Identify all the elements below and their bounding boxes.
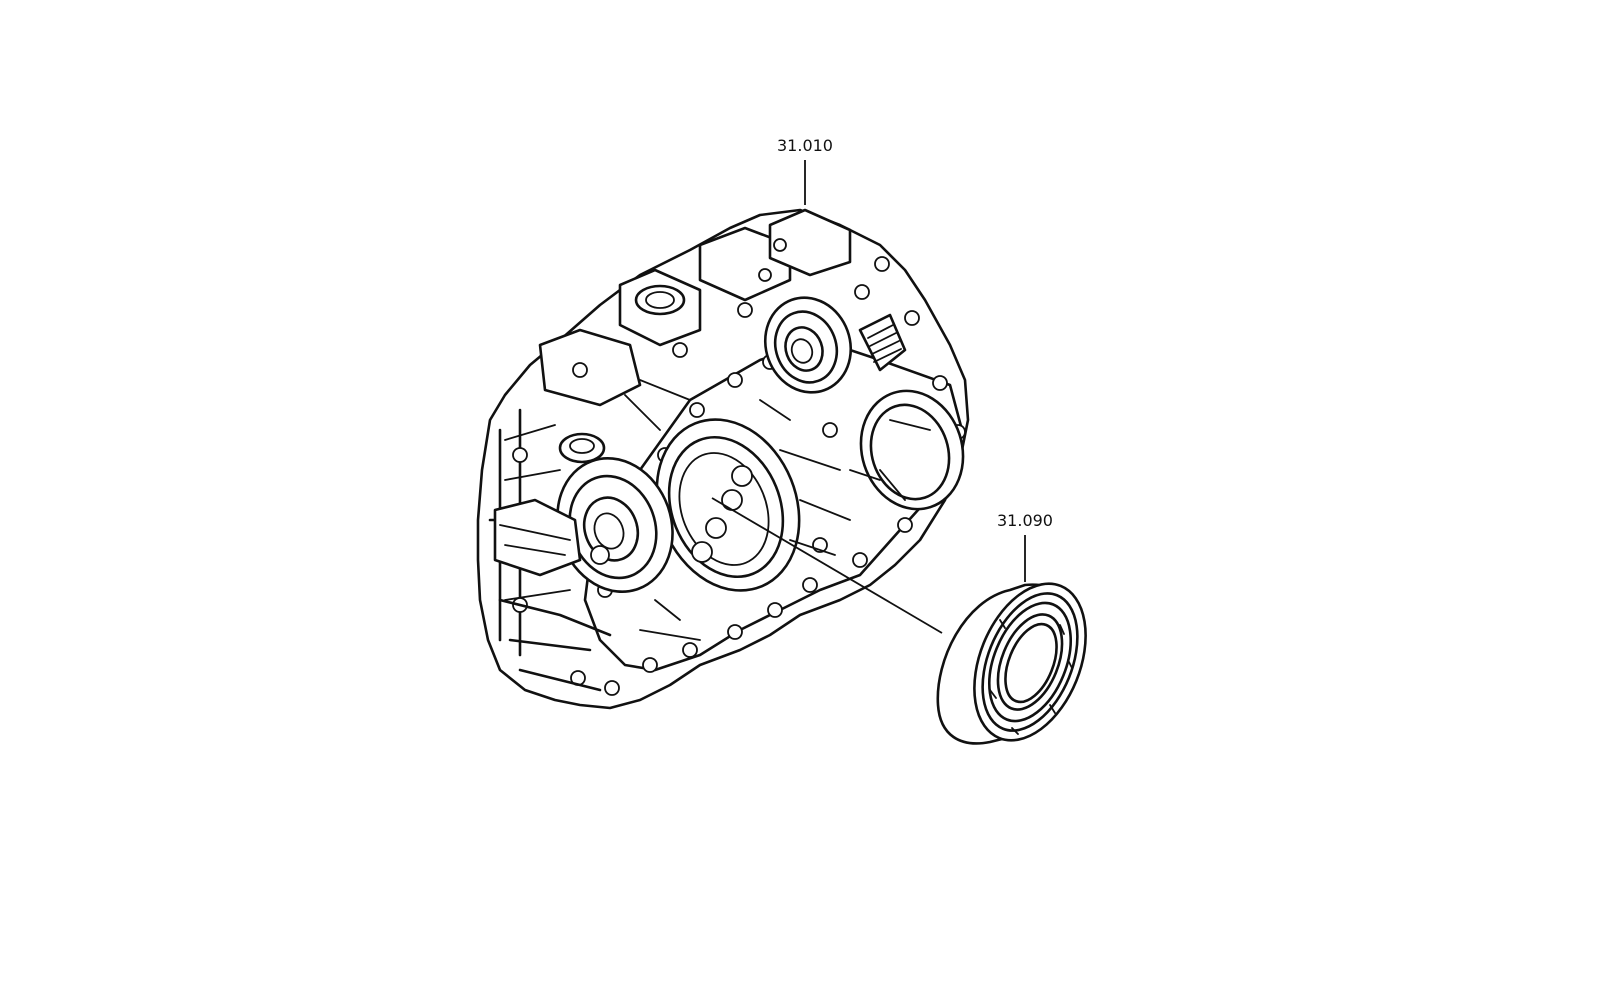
housing-left-ribs (504, 424, 571, 601)
upper-left-boss (538, 328, 642, 407)
bearing-outer-lip (981, 592, 1079, 732)
lower-left-arm-detail (499, 524, 571, 556)
top-boss-1-inner (645, 291, 675, 309)
lower-left-arm (493, 498, 582, 577)
right-bore (859, 389, 965, 511)
top-bolt-hole-1 (773, 238, 787, 252)
left-boss-cap (558, 432, 606, 464)
top-boss-1-hole (634, 284, 686, 316)
bearing-rollers (989, 619, 1073, 735)
internal-ribs (624, 379, 881, 641)
transmission-housing-part[interactable] (476, 208, 978, 710)
right-finned-block (858, 313, 907, 372)
upper-bearing-bore (763, 296, 853, 394)
bearing-race (988, 601, 1072, 723)
assembly-axis-line (711, 497, 943, 634)
callout-label-housing[interactable]: 31.010 (777, 136, 833, 155)
bearing-bore (1004, 622, 1058, 704)
lower-body-contours (498, 598, 612, 692)
callout-label-bearing[interactable]: 31.090 (997, 511, 1053, 530)
top-boss-3 (768, 208, 852, 277)
top-boss-2 (698, 226, 792, 302)
bearing-part[interactable] (936, 567, 1107, 757)
top-bolt-hole-2 (758, 268, 772, 282)
fin-lines (867, 324, 902, 363)
